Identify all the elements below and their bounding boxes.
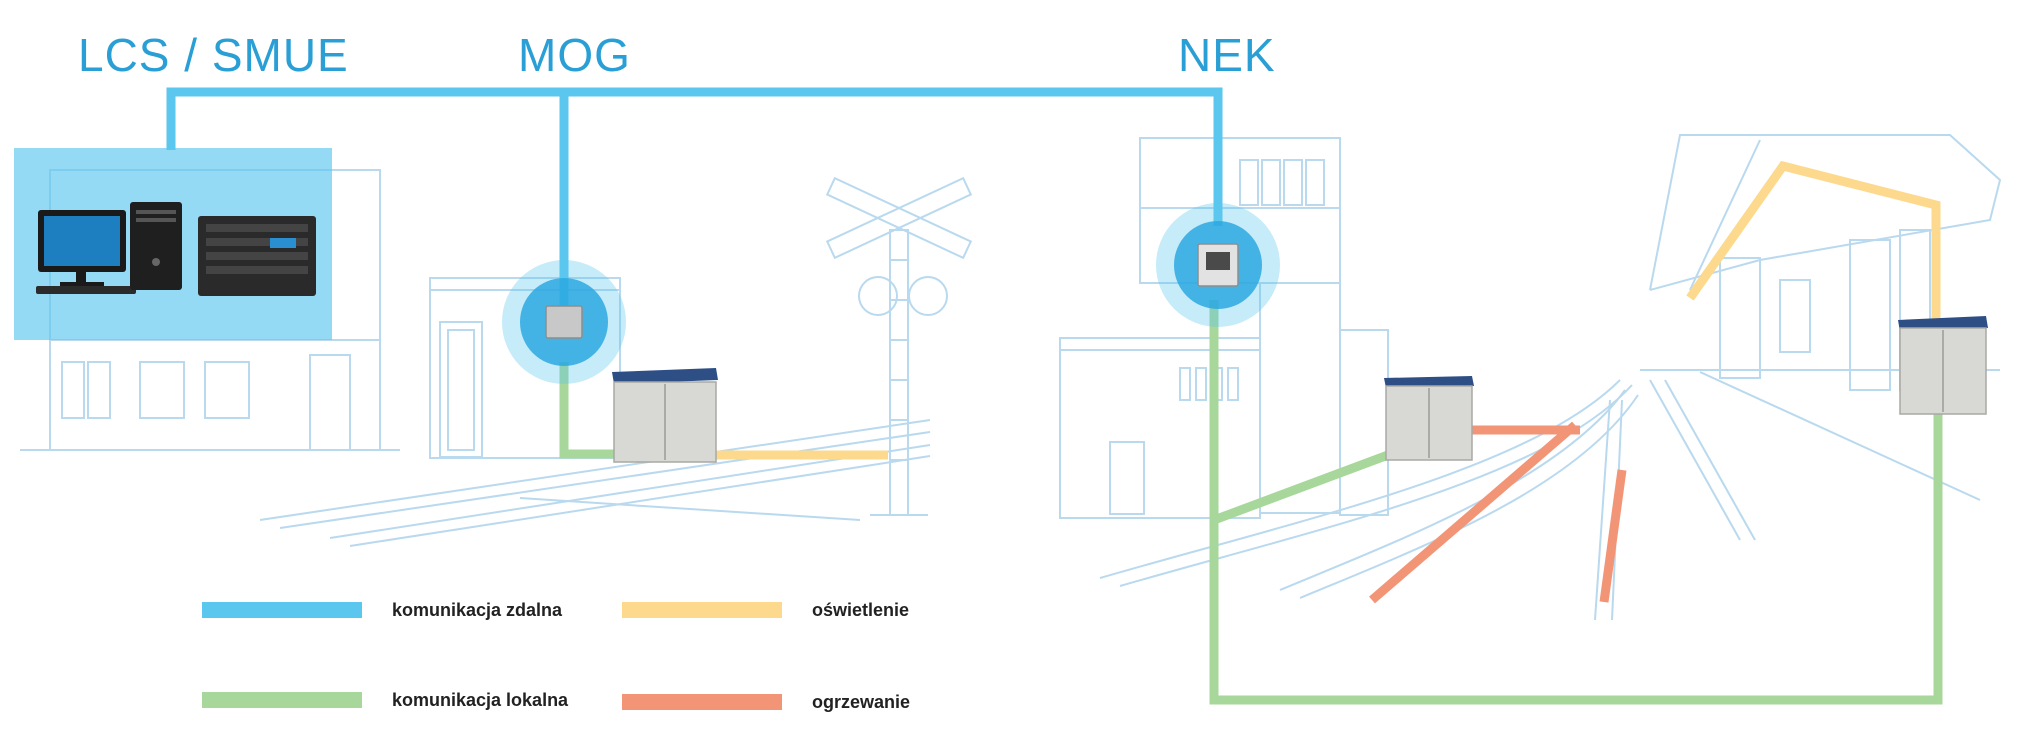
- legend-label-lighting: oświetlenie: [812, 600, 910, 620]
- tracks-right: [1099, 369, 1981, 621]
- cabinet-platform: [1898, 316, 1988, 415]
- legend-swatch-heating: [622, 694, 782, 710]
- connections-heating: [1369, 421, 1627, 604]
- lcs-equipment-panel: [14, 148, 332, 340]
- connections-local: [559, 300, 1943, 705]
- cabinet-mog: [612, 368, 718, 463]
- legend-label-remote: komunikacja zdalna: [392, 600, 563, 620]
- desktop-computer-icon: [36, 202, 182, 294]
- railway-crossing-sign-icon: [825, 176, 973, 516]
- legend-label-heating: ogrzewanie: [812, 692, 911, 712]
- title-nek: NEK: [1178, 29, 1276, 81]
- legend-label-local: komunikacja lokalna: [392, 690, 569, 710]
- building-nek: [1059, 137, 1389, 519]
- mog-controller: [502, 260, 626, 384]
- legend-swatch-local: [202, 692, 362, 708]
- tracks-left: [259, 419, 931, 547]
- legend-swatch-lighting: [622, 602, 782, 618]
- nek-controller: [1156, 203, 1280, 327]
- title-mog: MOG: [518, 29, 631, 81]
- cabinet-nek: [1384, 376, 1474, 461]
- rack-server-icon: [198, 216, 316, 296]
- title-lcs-smue: LCS / SMUE: [78, 29, 349, 81]
- control-box-icon: [545, 305, 583, 339]
- legend-swatch-remote: [202, 602, 362, 618]
- connections-lighting: [700, 160, 1941, 460]
